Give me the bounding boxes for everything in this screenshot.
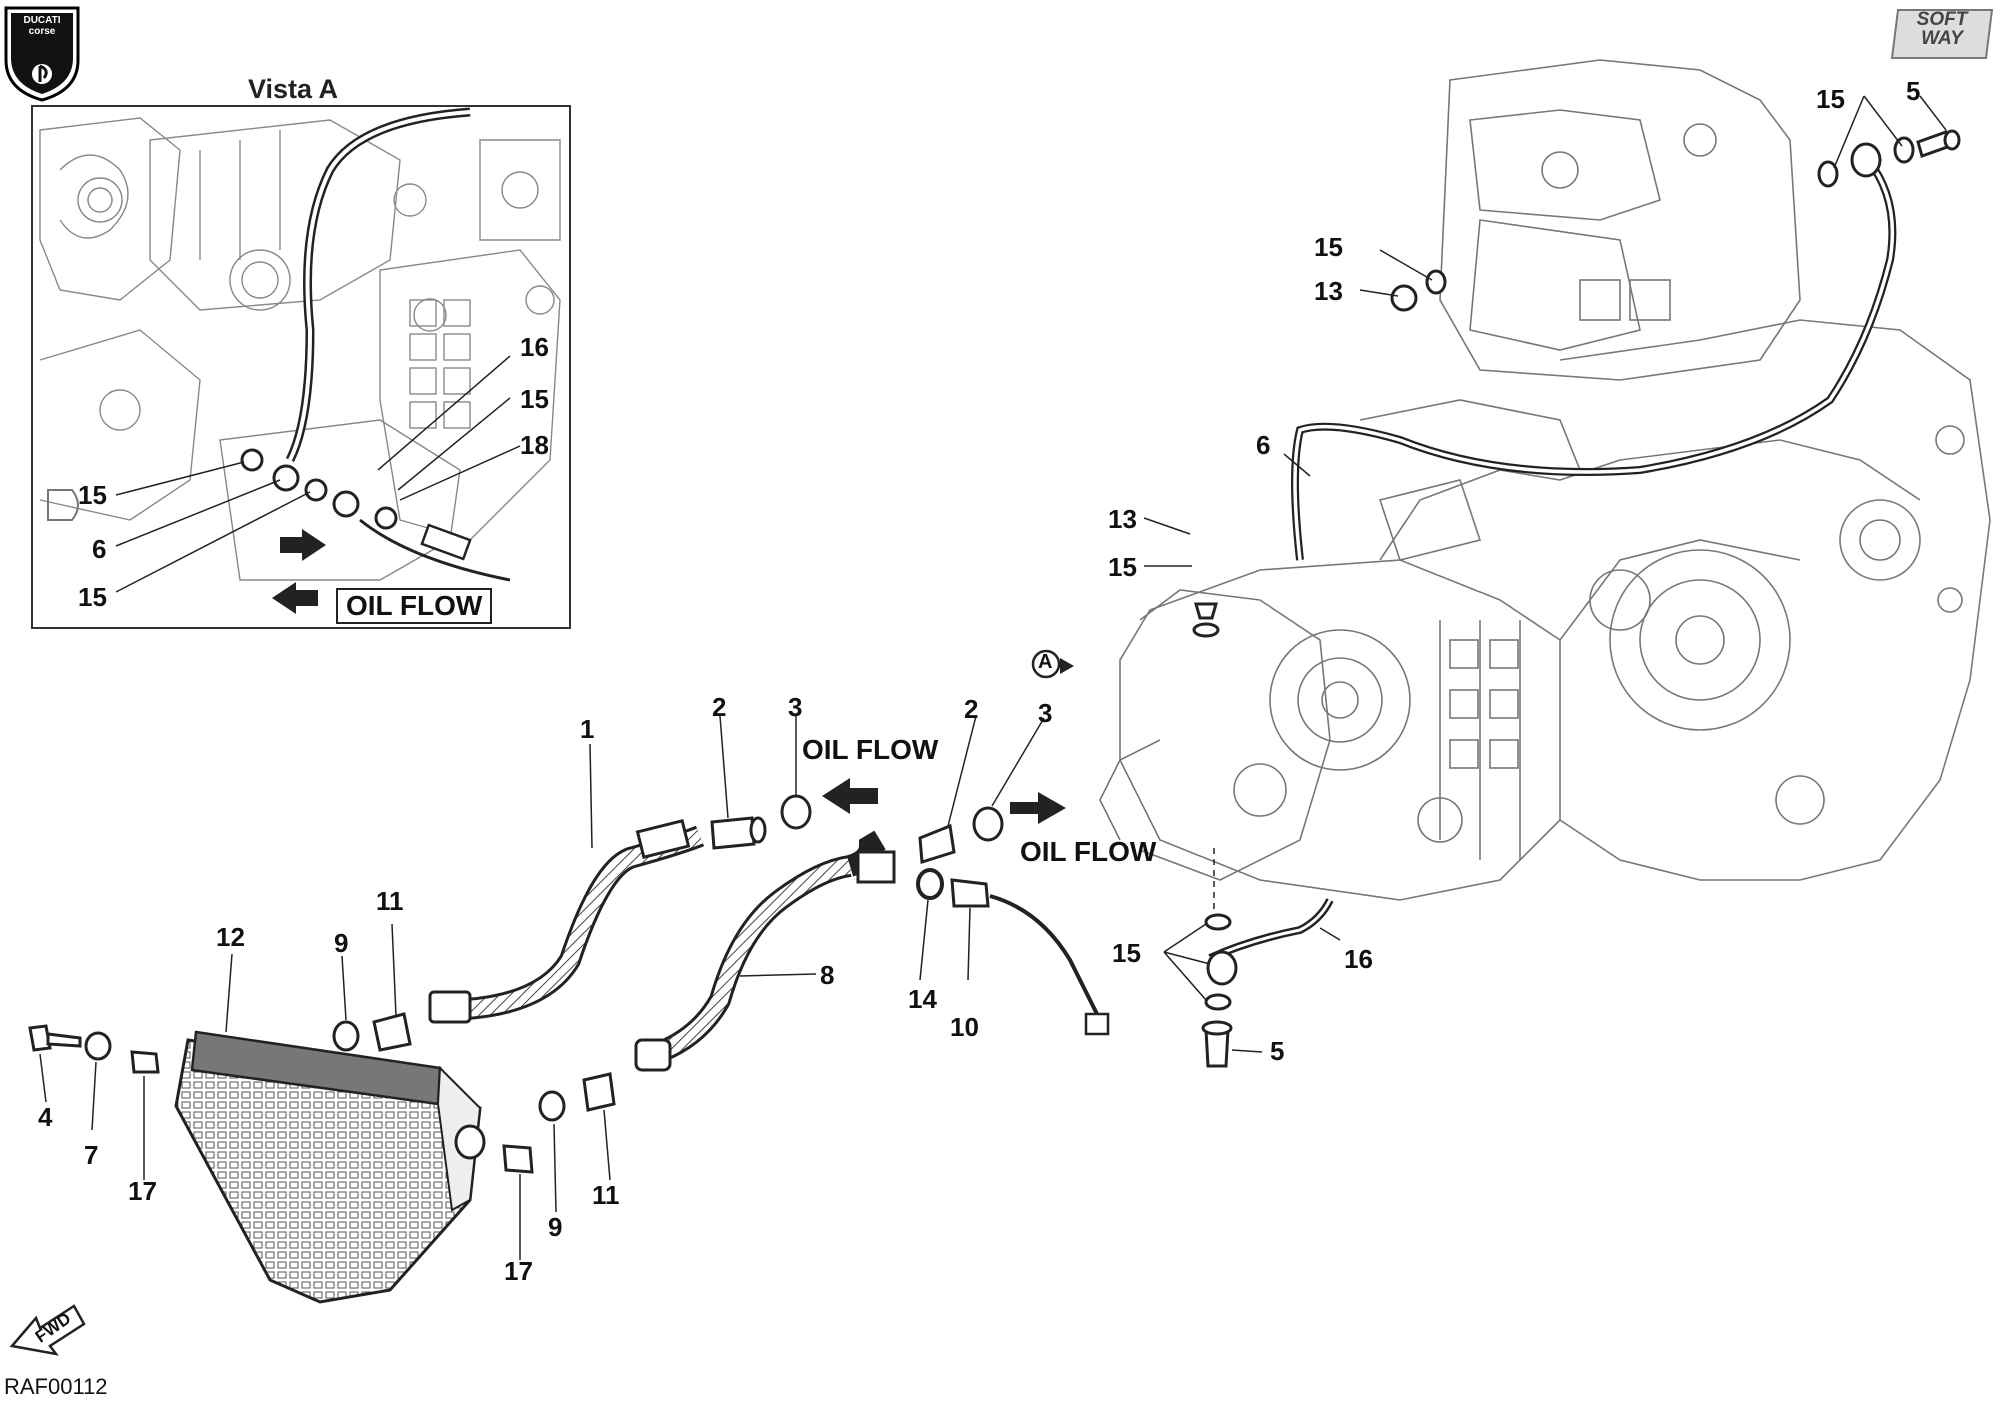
callout-va-6: 6 [92,534,107,564]
sensor-connector [1084,1012,1110,1036]
callout-va-15c: 15 [78,582,107,612]
callout-va-16: 16 [520,332,549,362]
oil-flow-label-upper: OIL FLOW [802,734,939,765]
callout-8: 8 [820,960,835,990]
view-a-oil-flow-label: OIL FLOW [336,588,493,624]
callout-16: 16 [1344,944,1373,974]
fwd-arrow [9,1304,86,1356]
oil-cooler [174,1030,486,1304]
oil-line-8 [634,830,896,1072]
callout-2a: 2 [712,692,727,722]
flow-arrows [822,778,1066,824]
lower-right-fittings [1201,848,1334,1068]
callout-12: 12 [216,922,245,952]
callout-va-15a: 15 [520,384,549,414]
oil-flow-label-lower: OIL FLOW [1020,836,1157,867]
callout-5-bot: 5 [1270,1036,1285,1066]
callout-11b: 11 [592,1180,620,1210]
callout-3a: 3 [788,692,803,722]
logo-line-1: DUCATI [23,15,61,26]
logo-line-2: corse [28,25,56,37]
callout-14: 14 [908,984,937,1014]
callout-5-top: 5 [1906,76,1921,106]
brand-line-2: WAY [1921,28,1963,49]
brand-line-1: SOFT [1916,9,1968,30]
callout-15-low: 15 [1108,552,1137,582]
callout-va-18: 18 [520,430,549,460]
view-a-title: Vista A [248,74,339,104]
drawing-code: RAF00112 [4,1374,108,1399]
callout-15-mid: 15 [1314,232,1343,262]
callout-1: 1 [580,714,595,744]
callout-17a: 17 [128,1176,157,1206]
sensor-wire [989,894,1102,1021]
engine-top-fittings [1192,129,1961,638]
softway-logo [1890,9,1994,59]
callout-17b: 17 [504,1256,533,1286]
brand-text: SOFT WAY [1896,10,1988,48]
view-a-marker-letter: A [1038,651,1053,673]
callout-15-bot: 15 [1112,938,1141,968]
view-a-marker [1031,649,1074,679]
logo-text: DUCATI corse [12,15,72,37]
callout-3b: 3 [1038,698,1053,728]
callout-va-15b: 15 [78,480,107,510]
oil-line-1 [428,819,705,1024]
callout-13-mid: 13 [1314,276,1343,306]
callout-9b: 9 [548,1212,563,1242]
engine-block [1099,59,1991,901]
callout-11a: 11 [376,886,404,916]
callout-15-top: 15 [1816,84,1845,114]
callout-4: 4 [38,1102,53,1132]
ducati-corse-logo [4,6,80,102]
callout-6: 6 [1256,430,1271,460]
callout-9a: 9 [334,928,349,958]
callout-7: 7 [84,1140,99,1170]
pipeline-fittings [28,794,1004,1174]
callout-2b: 2 [964,694,979,724]
callout-13-low: 13 [1108,504,1137,534]
callout-10: 10 [950,1012,979,1042]
leader-lines [39,95,1947,1260]
view-a-inset [31,105,571,629]
